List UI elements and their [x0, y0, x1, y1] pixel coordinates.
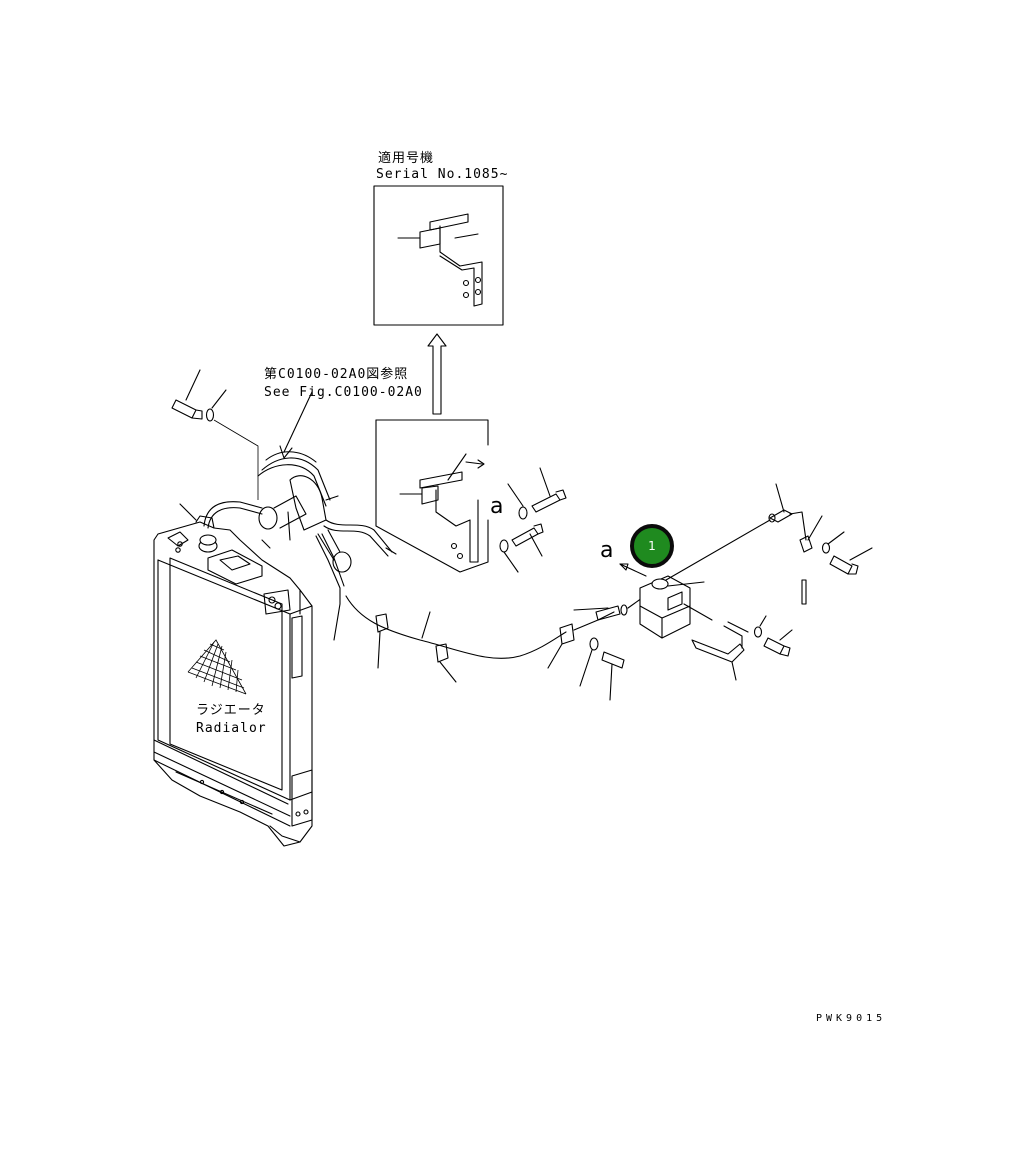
view-marker-inset: a	[490, 494, 504, 519]
view-arrow	[427, 333, 447, 415]
serial-label-jp: 適用号機	[378, 151, 435, 166]
hose-harness	[179, 391, 397, 641]
bracket-bolts	[499, 467, 567, 573]
inset-serial-bracket	[373, 185, 504, 326]
view-marker-tank: a	[600, 538, 614, 563]
serial-label-en: Serial No.1085~	[376, 167, 509, 182]
radiator-label-jp: ラジエータ	[196, 703, 266, 718]
drawing-code: PWK9015	[816, 1013, 887, 1024]
top-left-bolt	[171, 369, 259, 500]
radiator-logo-icon	[187, 639, 247, 695]
fig-ref-en: See Fig.C0100-02A0	[264, 385, 423, 400]
inset-view-a	[375, 419, 489, 573]
radiator-label-en: Radialor	[196, 721, 267, 736]
radiator	[153, 515, 313, 847]
overflow-tube	[345, 595, 643, 701]
part-callout-badge[interactable]: 1	[630, 524, 674, 568]
fig-ref-jp: 第C0100-02A0図参照	[264, 367, 409, 382]
reservoir-tank	[619, 483, 873, 681]
